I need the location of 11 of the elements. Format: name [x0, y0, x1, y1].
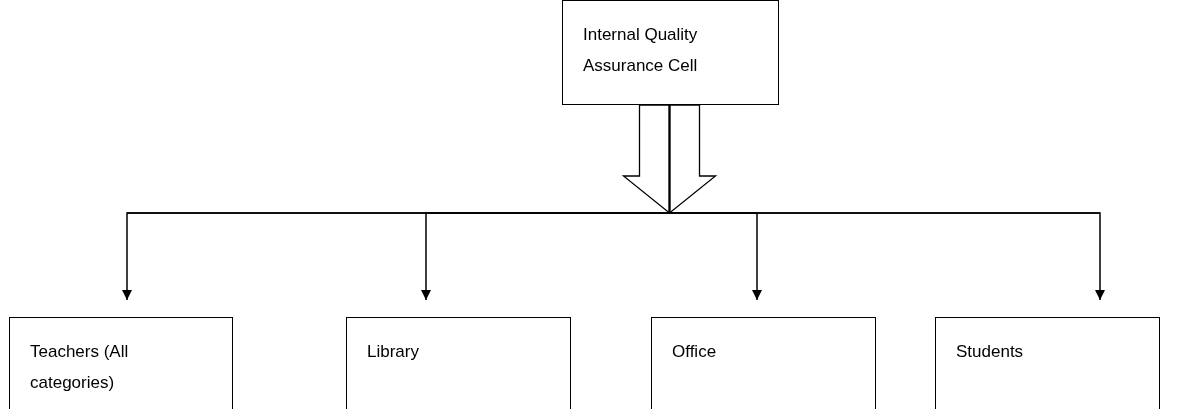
- org-box: [651, 317, 876, 409]
- org-box: [346, 317, 571, 409]
- box-label: Library: [367, 341, 420, 363]
- arrow: [668, 104, 1106, 301]
- org-box: [9, 317, 233, 409]
- box-label: Internal Quality Assurance Cell: [583, 24, 699, 77]
- box-label: Office: [672, 341, 718, 363]
- box-label: Students: [956, 341, 1025, 363]
- box-label: Teachers (All categories): [30, 341, 130, 394]
- org-box: [935, 317, 1160, 409]
- org-box: [562, 0, 779, 105]
